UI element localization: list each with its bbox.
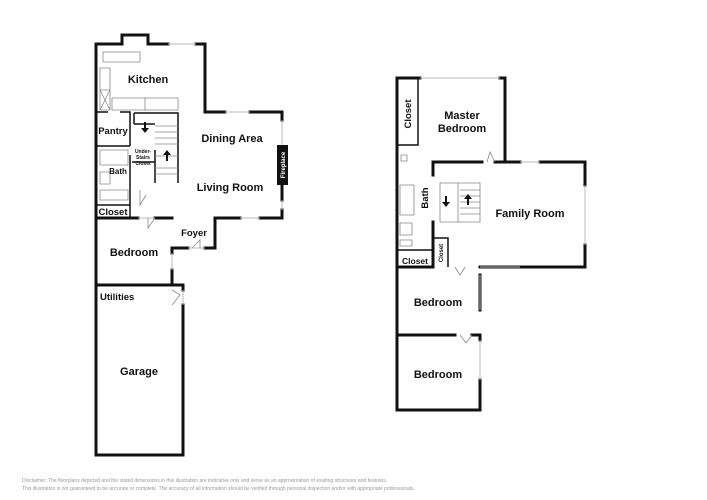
disclaimer-line-1: Disclaimer: The floorplans depicted and …: [22, 478, 388, 484]
room-label-master-1: Master: [444, 110, 480, 122]
upper-floor-walls: [395, 76, 587, 412]
room-label-bath: Bath: [109, 167, 127, 176]
room-label-dining-area: Dining Area: [201, 133, 263, 145]
room-label-utilities: Utilities: [100, 292, 134, 303]
stairs-down-arrow-icon: [442, 196, 450, 207]
fireplace: [277, 145, 288, 185]
room-label-closet: Closet: [98, 207, 128, 218]
room-label-bath-upper: Bath: [420, 187, 431, 208]
room-label-closet-master: Closet: [403, 99, 414, 129]
stairs-up-arrow-icon: [163, 150, 171, 161]
room-label-foyer: Foyer: [181, 228, 207, 239]
room-label-bedroom: Bedroom: [110, 247, 159, 259]
room-label-pantry: Pantry: [98, 126, 128, 137]
stairs-down-arrow-icon: [141, 122, 149, 133]
room-label-under-stairs-3: Closet: [135, 161, 151, 167]
room-label-under-stairs-1: Under-: [135, 149, 151, 155]
room-label-bedroom-2: Bedroom: [414, 369, 463, 381]
stairs-up-arrow-icon: [464, 194, 472, 205]
room-label-closet-left: Closet: [402, 256, 428, 266]
room-label-fireplace: Fireplace: [281, 151, 287, 178]
room-label-garage: Garage: [120, 366, 158, 378]
room-label-master-2: Bedroom: [438, 123, 487, 135]
room-label-family-room: Family Room: [495, 208, 564, 220]
room-label-bedroom-1: Bedroom: [414, 297, 463, 309]
room-label-living-room: Living Room: [197, 182, 264, 194]
disclaimer-line-2: This illustration is not guaranteed to b…: [22, 486, 415, 492]
room-label-closet-small: Closet: [439, 244, 445, 262]
room-label-under-stairs-2: Stairs: [136, 155, 150, 161]
room-label-kitchen: Kitchen: [128, 74, 169, 86]
ground-floor-walls: [94, 33, 288, 457]
